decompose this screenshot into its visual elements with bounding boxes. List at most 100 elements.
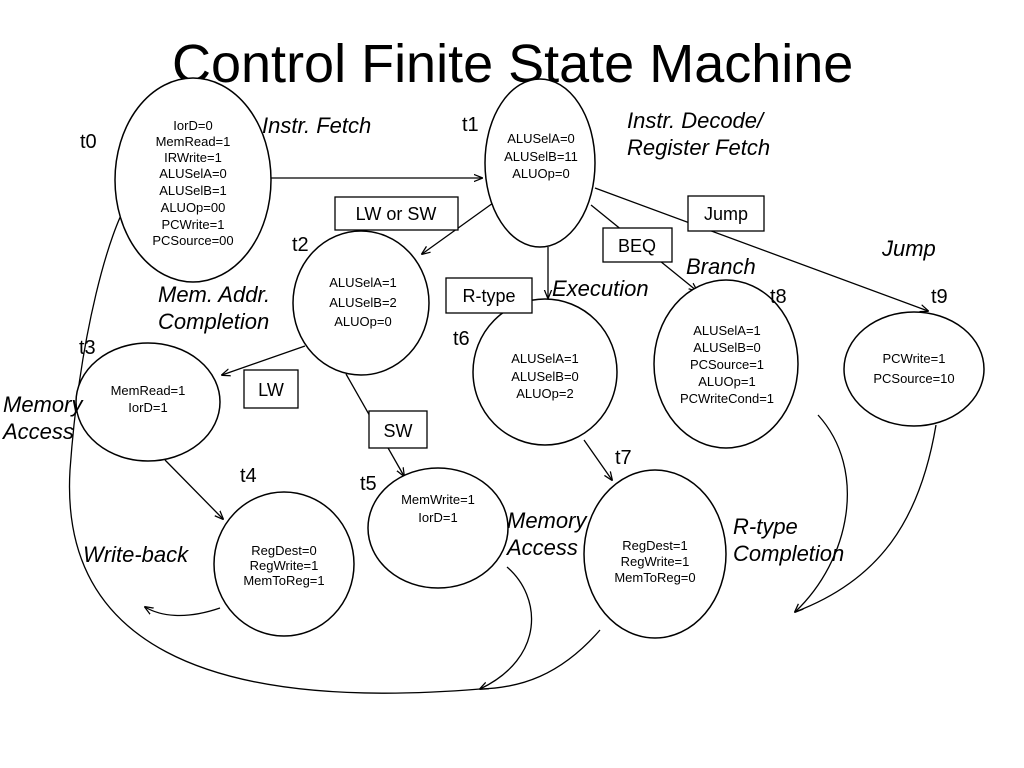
diagram-title: Control Finite State Machine <box>172 34 853 94</box>
state-t7-circle <box>583 469 727 639</box>
state-t0-label: t0 <box>80 131 97 153</box>
state-t6-line: ALUSelA=1 <box>511 351 579 366</box>
condition-box <box>445 277 533 314</box>
state-t5-label: t5 <box>360 473 377 495</box>
state-t0-circle <box>114 77 272 283</box>
condition-box <box>243 369 299 409</box>
condition-sw: SW <box>368 410 428 449</box>
state-t4-circle <box>213 491 355 637</box>
state-t2-label: t2 <box>292 234 309 256</box>
state-t8-label: t8 <box>770 286 787 308</box>
condition-box <box>368 410 428 449</box>
state-t6-circle <box>472 298 618 446</box>
phase-label: Access <box>505 535 578 560</box>
state-t6-label: t6 <box>453 328 470 350</box>
condition-jump: Jump <box>687 195 765 232</box>
state-t9: PCWrite=1 PCSource=10 t9 <box>843 286 985 427</box>
state-t3-line: IorD=1 <box>128 400 167 415</box>
state-t4: RegDest=0 RegWrite=1 MemToReg=1 t4 <box>213 465 355 637</box>
state-t0-line: ALUSelB=1 <box>159 183 227 198</box>
state-t2-circle <box>292 230 430 376</box>
state-t1-label: t1 <box>462 114 479 136</box>
state-t6-line: ALUOp=2 <box>516 386 573 401</box>
state-t4-line: RegWrite=1 <box>250 558 319 573</box>
condition-label: LW <box>258 380 284 400</box>
state-t2: ALUSelA=1 ALUSelB=2 ALUOp=0 t2 <box>292 230 430 376</box>
phase-label: Register Fetch <box>627 135 770 160</box>
state-t9-label: t9 <box>931 286 948 308</box>
state-t8: ALUSelA=1 ALUSelB=0 PCSource=1 ALUOp=1 P… <box>653 279 799 449</box>
phase-label: Branch <box>686 254 756 279</box>
state-t7: RegDest=1 RegWrite=1 MemToReg=0 t7 <box>583 447 727 639</box>
phase-label: Write-back <box>83 542 189 567</box>
state-t5: MemWrite=1 IorD=1 t5 <box>360 467 509 589</box>
state-t3-line: MemRead=1 <box>111 383 186 398</box>
transitions <box>68 178 937 694</box>
condition-box <box>687 195 765 232</box>
edge-t5-t0 <box>480 566 533 689</box>
state-t7-line: RegWrite=1 <box>621 554 690 569</box>
condition-label: BEQ <box>618 236 656 256</box>
state-t0-line: PCSource=00 <box>152 233 233 248</box>
condition-lw-or-sw: LW or SW <box>334 196 459 231</box>
state-t0-line: ALUOp=00 <box>161 200 226 215</box>
state-t8-line: ALUSelA=1 <box>693 323 761 338</box>
phase-label: R-type <box>733 514 798 539</box>
edge-t9-t0 <box>794 424 937 613</box>
state-t8-line: PCWriteCond=1 <box>680 391 774 406</box>
edge-return-t0 <box>68 202 481 694</box>
state-t9-line: PCSource=10 <box>873 371 954 386</box>
edge-t4-t0 <box>145 607 221 617</box>
state-t4-line: MemToReg=1 <box>243 573 324 588</box>
state-t4-line: RegDest=0 <box>251 543 316 558</box>
state-t1-line: ALUOp=0 <box>512 166 569 181</box>
state-t2-line: ALUOp=0 <box>334 314 391 329</box>
state-t3-label: t3 <box>79 337 96 359</box>
state-t1-circle <box>484 78 596 248</box>
condition-box <box>602 227 673 263</box>
state-t1-line: ALUSelB=11 <box>504 149 578 164</box>
phase-labels: Instr. Fetch Instr. Decode/ Register Fet… <box>1 108 936 567</box>
state-t0: IorD=0 MemRead=1 IRWrite=1 ALUSelA=0 ALU… <box>80 77 272 283</box>
edge-t2-t3 <box>222 345 306 375</box>
phase-label: Execution <box>552 276 649 301</box>
phase-label: Jump <box>881 236 936 261</box>
edge-t7-t0 <box>479 629 601 690</box>
condition-label: SW <box>384 421 413 441</box>
condition-label: LW or SW <box>356 204 437 224</box>
state-t2-line: ALUSelB=2 <box>329 295 397 310</box>
phase-label: Instr. Fetch <box>262 113 371 138</box>
state-t9-circle <box>843 311 985 427</box>
edge-t8-t0 <box>795 414 848 612</box>
condition-rtype: R-type <box>445 277 533 314</box>
state-t3: MemRead=1 IorD=1 t3 <box>75 337 221 462</box>
state-t0-line: ALUSelA=0 <box>159 166 227 181</box>
condition-label: R-type <box>462 286 515 306</box>
state-t6: ALUSelA=1 ALUSelB=0 ALUOp=2 t6 <box>453 298 618 446</box>
state-t0-line: IRWrite=1 <box>164 150 222 165</box>
state-t8-line: ALUSelB=0 <box>693 340 761 355</box>
phase-label: Completion <box>733 541 844 566</box>
state-t9-line: PCWrite=1 <box>883 351 946 366</box>
condition-lw: LW <box>243 369 299 409</box>
state-t6-line: ALUSelB=0 <box>511 369 579 384</box>
edge-t1-t9 <box>594 187 928 311</box>
state-t7-line: RegDest=1 <box>622 538 687 553</box>
state-t2-line: ALUSelA=1 <box>329 275 397 290</box>
state-t3-circle <box>75 342 221 462</box>
state-t5-circle <box>367 467 509 589</box>
state-t5-line: IorD=1 <box>418 510 457 525</box>
state-t0-line: MemRead=1 <box>156 134 231 149</box>
condition-box <box>334 196 459 231</box>
phase-label: Completion <box>158 309 269 334</box>
state-t8-line: PCSource=1 <box>690 357 764 372</box>
edge-t3-t4 <box>164 459 223 519</box>
condition-label: Jump <box>704 204 748 224</box>
phase-label: Access <box>1 419 74 444</box>
state-t8-circle <box>653 279 799 449</box>
state-t4-label: t4 <box>240 465 257 487</box>
condition-beq: BEQ <box>602 227 673 263</box>
state-t7-line: MemToReg=0 <box>614 570 695 585</box>
state-t5-line: MemWrite=1 <box>401 492 475 507</box>
